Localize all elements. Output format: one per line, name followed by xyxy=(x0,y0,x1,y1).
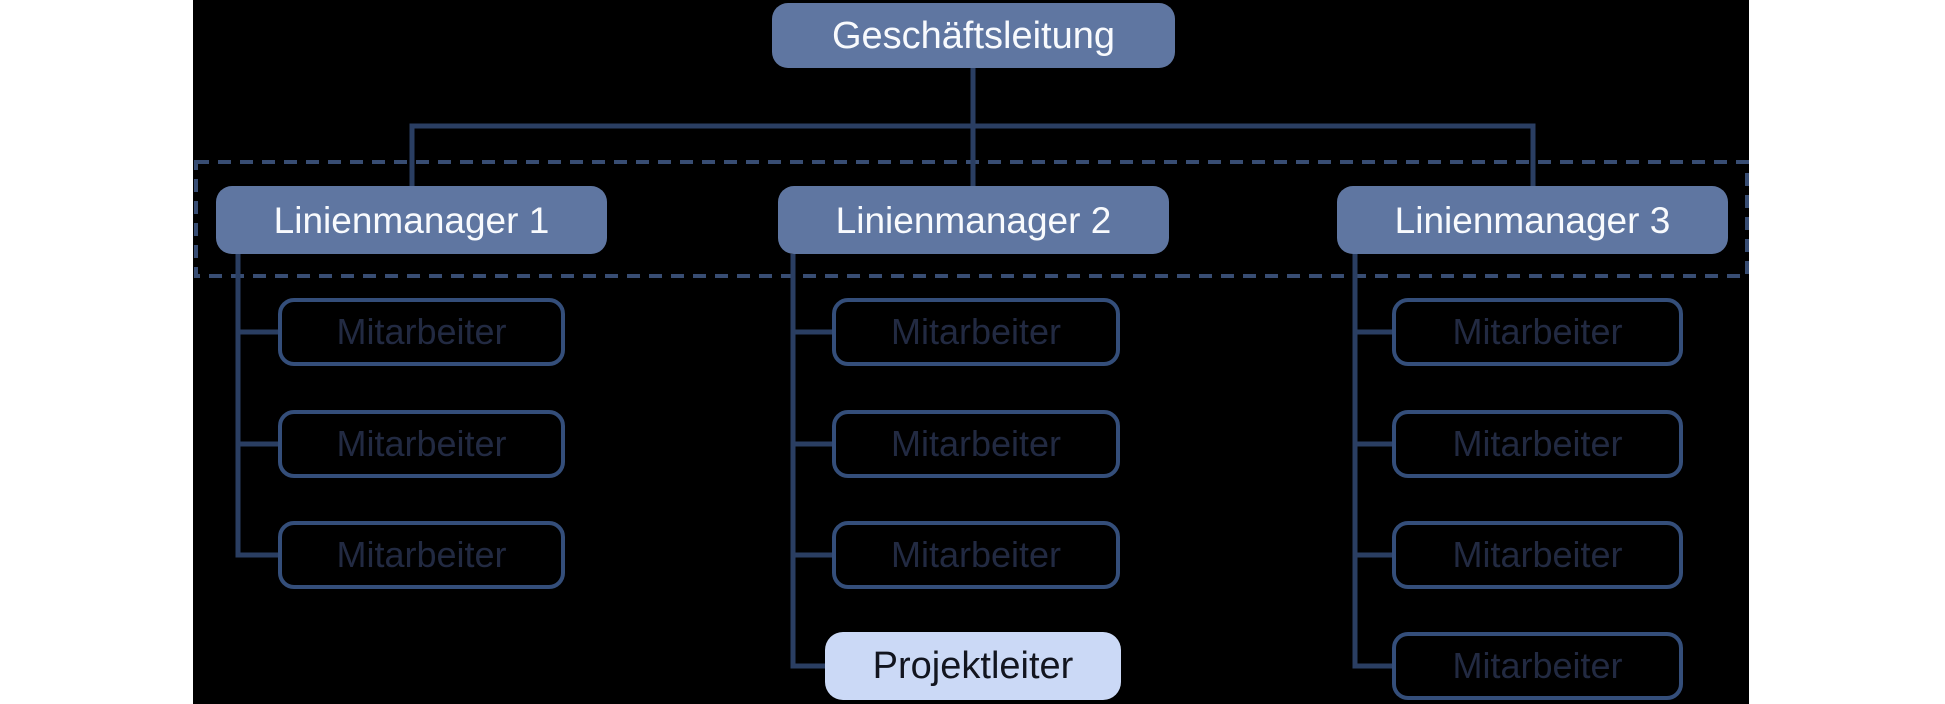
employee-node: Mitarbeiter xyxy=(1392,410,1683,478)
employee-node: Mitarbeiter xyxy=(1392,632,1683,700)
manager-node-1: Linienmanager 1 xyxy=(216,186,607,254)
employee-node: Mitarbeiter xyxy=(278,298,565,366)
employee-node: Mitarbeiter xyxy=(278,521,565,589)
column2-trunk xyxy=(790,254,825,669)
employee-node: Mitarbeiter xyxy=(832,521,1120,589)
column1-trunk xyxy=(235,254,278,558)
manager-node-2: Linienmanager 2 xyxy=(778,186,1169,254)
employee-node: Mitarbeiter xyxy=(832,298,1120,366)
column3-trunk xyxy=(1352,254,1392,669)
manager-node-3: Linienmanager 3 xyxy=(1337,186,1728,254)
employee-node: Mitarbeiter xyxy=(278,410,565,478)
employee-node: Mitarbeiter xyxy=(1392,298,1683,366)
root-node: Geschäftsleitung xyxy=(772,3,1175,68)
org-chart-canvas: Geschäftsleitung Linienmanager 1 Linienm… xyxy=(193,0,1749,704)
employee-node: Mitarbeiter xyxy=(832,410,1120,478)
connector-lines xyxy=(194,68,1749,669)
employee-node: Mitarbeiter xyxy=(1392,521,1683,589)
manager-rail xyxy=(409,123,1536,186)
project-leader-node: Projektleiter xyxy=(825,632,1121,700)
